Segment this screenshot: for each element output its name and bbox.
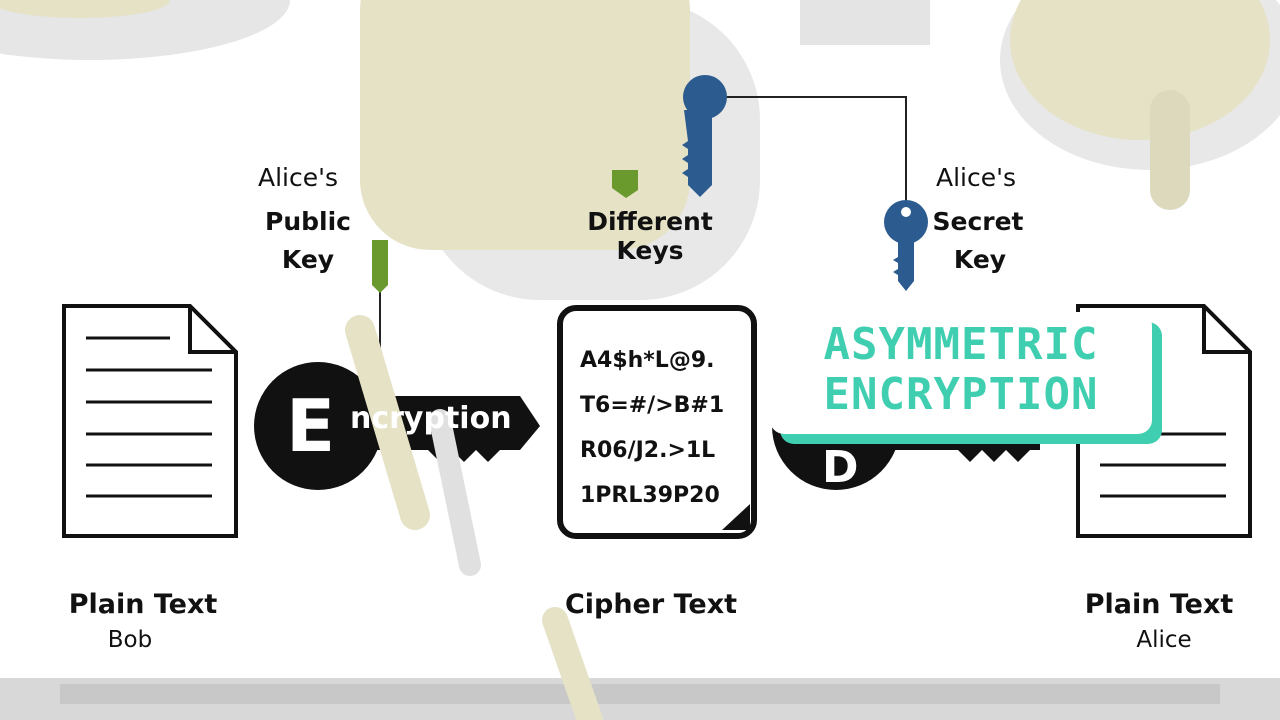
secret-key-label-line2: Key (953, 245, 1007, 274)
decryption-key-letter: D (822, 442, 859, 493)
secret-key-owner: Alice's (935, 163, 1017, 192)
plain-text-owner-right: Alice (1136, 627, 1192, 653)
plain-text-title-left: Plain Text (68, 589, 218, 620)
encryption-key-label: ncryption (350, 401, 512, 436)
public-key-owner: Alice's (257, 163, 339, 192)
encryption-key-letter: E (286, 384, 336, 468)
public-key-label-line1: Public (265, 207, 351, 236)
cipher-line: R06/J2.>1L (580, 438, 716, 463)
secret-key-icon (884, 200, 928, 291)
plain-text-owner-left: Bob (107, 627, 153, 653)
cipher-line: A4$h*L@9. (580, 348, 715, 373)
banner-line2: ENCRYPTION (823, 369, 1099, 420)
cipher-text-document (557, 305, 757, 539)
paint-strokes (345, 315, 603, 720)
different-keys-label: Different Keys (587, 207, 713, 265)
banner-line1: ASYMMETRIC (823, 319, 1099, 370)
plain-text-document-left (62, 304, 238, 538)
blue-key-icon (682, 75, 727, 197)
cipher-text-content: A4$h*L@9. T6=#/>B#1 R06/J2.>1L 1PRL39P20 (580, 338, 724, 518)
secret-key-connector (720, 96, 907, 205)
green-key-icon (372, 170, 638, 293)
public-key-label-line2: Key (281, 245, 335, 274)
cipher-text-title: Cipher Text (564, 589, 738, 620)
cipher-line: 1PRL39P20 (580, 483, 720, 508)
secret-key-label-line1: Secret (932, 207, 1024, 236)
plain-text-title-right: Plain Text (1084, 589, 1234, 620)
cipher-line: T6=#/>B#1 (580, 393, 725, 418)
title-banner: ASYMMETRIC ENCRYPTION (770, 312, 1152, 434)
